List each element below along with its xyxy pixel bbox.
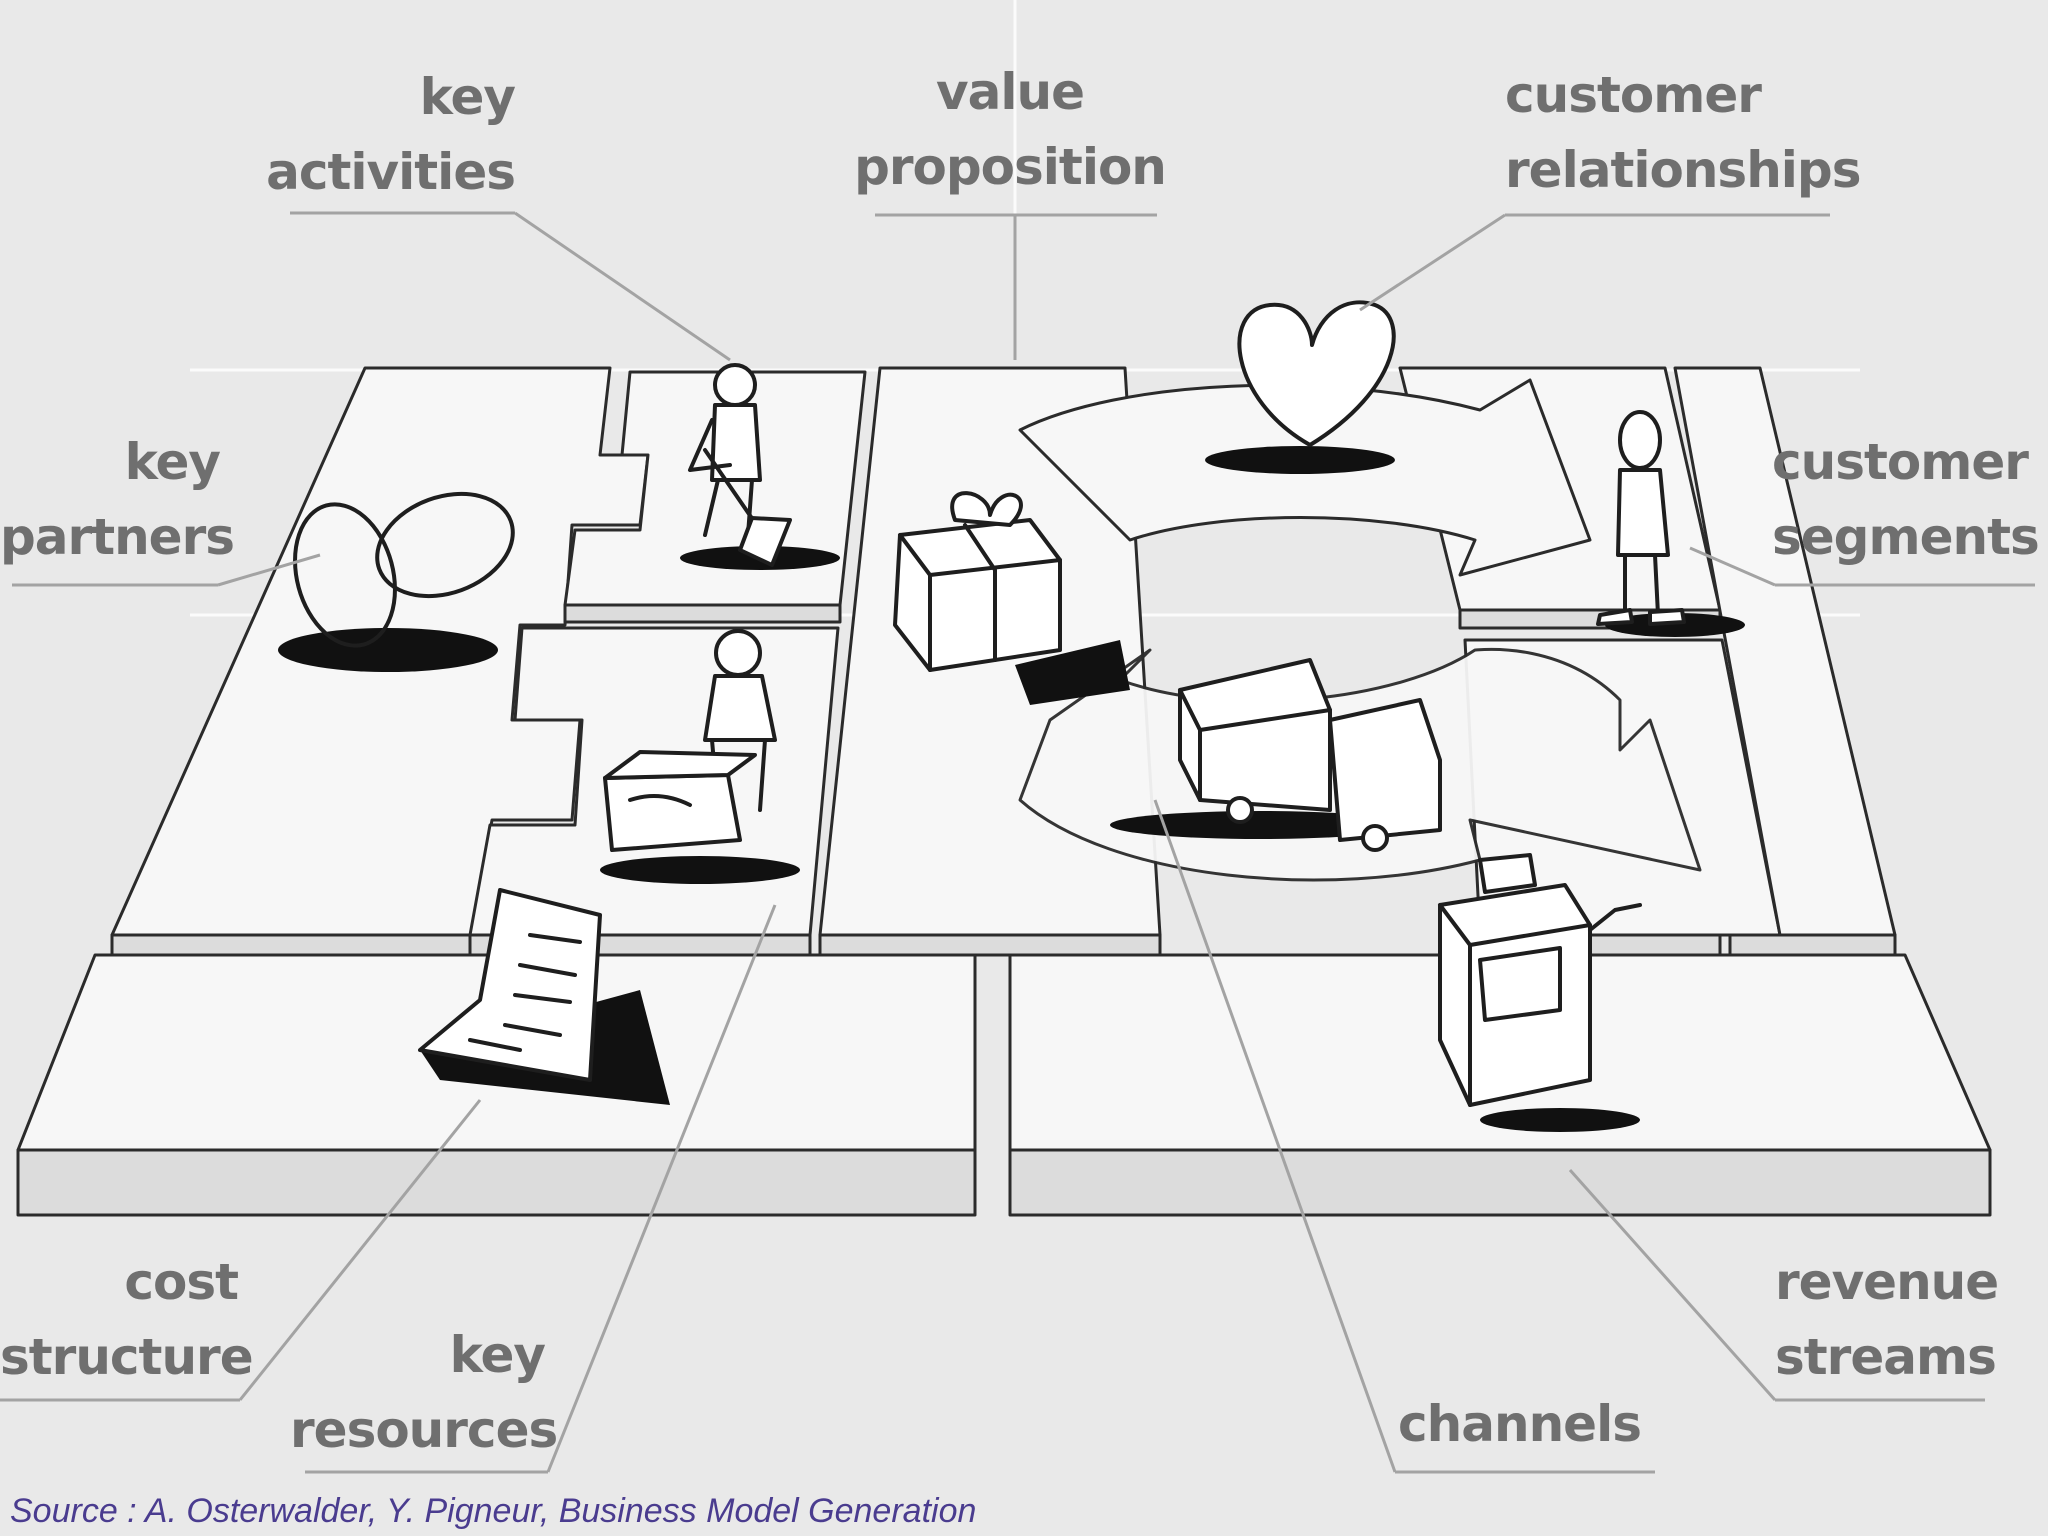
label-customer-segments: customer segments bbox=[1772, 433, 2040, 566]
label-key-partners: key partners bbox=[0, 433, 235, 566]
leader-lines bbox=[0, 211, 2035, 1474]
heart-icon bbox=[1205, 300, 1396, 474]
customer-segments-tile bbox=[1673, 366, 1897, 957]
label-key-resources: key resources bbox=[290, 1326, 558, 1459]
truck-icon bbox=[1110, 658, 1442, 852]
person-icon bbox=[1596, 410, 1745, 637]
label-cost-structure: cost structure bbox=[0, 1253, 254, 1386]
label-key-activities: key activities bbox=[266, 68, 516, 201]
digging-person-icon bbox=[680, 363, 840, 570]
rings-icon bbox=[278, 491, 515, 672]
label-customer-relationships: customer relationships bbox=[1505, 66, 1861, 199]
label-value-proposition: value proposition bbox=[854, 63, 1167, 196]
label-channels: channels bbox=[1398, 1395, 1642, 1453]
source-citation: Source : A. Osterwalder, Y. Pigneur, Bus… bbox=[10, 1492, 977, 1530]
document-icon bbox=[418, 888, 670, 1105]
gift-icon bbox=[893, 491, 1130, 705]
worker-with-box-icon bbox=[600, 629, 800, 884]
cash-register-icon bbox=[1438, 853, 1642, 1132]
label-revenue-streams: revenue streams bbox=[1775, 1253, 1999, 1386]
